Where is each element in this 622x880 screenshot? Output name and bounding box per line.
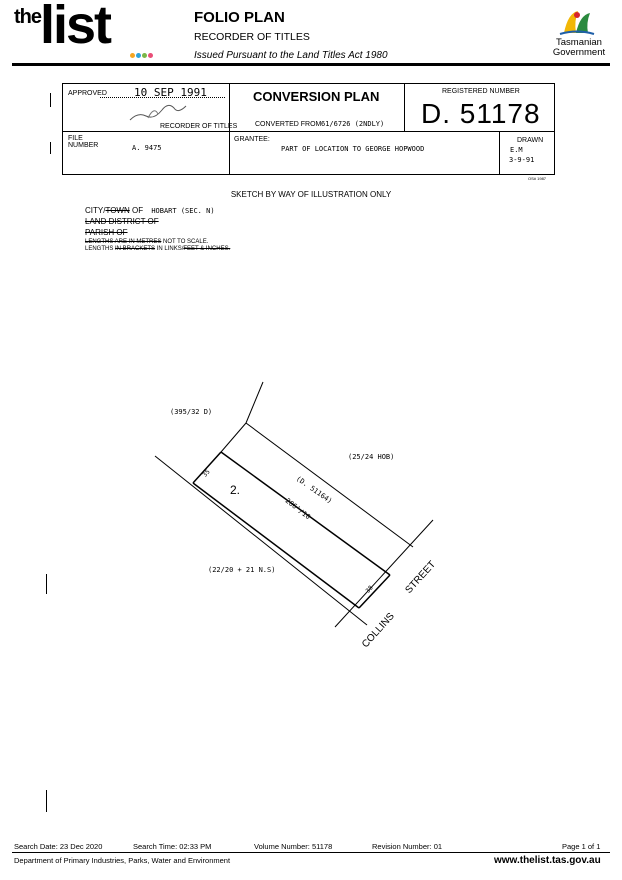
file-number-value: A. 9475 (132, 144, 162, 152)
logo-dot (142, 53, 147, 58)
government-name: Tasmanian Government (548, 38, 610, 58)
lot-boundary-north (220, 451, 391, 576)
drawn-by: E.M (510, 146, 523, 154)
adjacent-boundary-ne (245, 422, 414, 548)
government-name-line2: Government (552, 47, 606, 58)
margin-mark (50, 142, 51, 154)
lengths-a: LENGTHS (85, 246, 116, 252)
page-subtitle: RECORDER OF TITLES (194, 31, 310, 43)
approved-signature-line (100, 97, 225, 98)
volume-number: Volume Number: 51178 (254, 842, 333, 851)
city-prefix: CITY/ (85, 206, 106, 215)
page-number: Page 1 of 1 (562, 842, 601, 851)
revision-number: Revision Number: 01 (372, 842, 443, 851)
converted-from-label: CONVERTED FROM (255, 121, 322, 128)
tasmanian-government-logo-icon (559, 11, 595, 35)
margin-mark (50, 93, 51, 107)
logo-dot (130, 53, 135, 58)
search-date: Search Date: 23 Dec 2020 (14, 842, 103, 851)
adjacent-boundary-upper (245, 381, 264, 424)
lengths-feet-struck: FEET & INCHES. (183, 246, 231, 252)
registered-number-label: REGISTERED NUMBER (442, 88, 520, 95)
city-line: CITY/TOWN OF HOBART (SEC. N) (85, 206, 215, 215)
sketch-heading: SKETCH BY WAY OF ILLUSTRATION ONLY (230, 190, 392, 199)
margin-mark (46, 790, 47, 812)
lengths-metres-struck: LENGTHS ARE IN METRES (85, 239, 162, 245)
logo-dot (148, 53, 153, 58)
drawn-label: DRAWN (517, 137, 544, 144)
registered-number: D. 51178 (421, 98, 541, 129)
box-vline-3 (499, 131, 500, 174)
grantee-label: GRANTEE: (234, 136, 270, 143)
lengths-line-1: LENGTHS ARE IN METRES NOT TO SCALE. (85, 239, 208, 245)
lot-number: 2. (230, 483, 241, 497)
city-struck: TOWN (105, 206, 130, 215)
collins-street-line (334, 519, 434, 628)
plan-info-box (62, 83, 555, 175)
logo-dots (130, 53, 153, 58)
city-value: HOBART (SEC. N) (151, 207, 215, 215)
lengths-links: IN LINKS/ (155, 246, 184, 252)
city-of: OF (129, 206, 144, 215)
adjacent-boundary (220, 422, 247, 453)
search-time: Search Time: 02:33 PM (133, 842, 212, 851)
drawn-date: 3-9-91 (509, 156, 535, 164)
box-hline (62, 131, 554, 132)
box-vline-1 (229, 83, 230, 174)
box-vline-2 (404, 83, 405, 132)
converted-from-value: 61/6726 (2NDLY) (321, 120, 385, 128)
grantee-value: PART OF LOCATION TO GEORGE HOPWOOD (281, 145, 425, 153)
southwest-boundary-line (154, 455, 368, 626)
lengths-brackets-struck: IN BRACKETS (115, 246, 156, 252)
recorder-of-titles-label: RECORDER OF TITLES (160, 123, 238, 130)
land-district: LAND DISTRICT OF (85, 217, 159, 226)
header-divider (12, 63, 610, 66)
government-name-line1: Tasmanian (556, 37, 602, 48)
parish: PARISH OF (85, 228, 128, 237)
act-reference: Issued Pursuant to the Land Titles Act 1… (194, 50, 388, 61)
plan-type-title: CONVERSION PLAN (253, 89, 380, 104)
lot-boundary-east (358, 574, 391, 609)
form-code: OS# 1987 (528, 176, 547, 181)
logo-the-text: the (14, 6, 42, 28)
lot-boundary-west (192, 451, 222, 484)
label-25-24-hob: (25/24 HOB) (348, 453, 395, 461)
file-number-label-2: NUMBER (68, 142, 99, 149)
lengths-line-2: LENGTHS IN BRACKETS IN LINKS/FEET & INCH… (85, 246, 230, 252)
lengths-not-to-scale: NOT TO SCALE. (161, 239, 209, 245)
label-22-20-21-ns: (22/20 + 21 N.S) (208, 566, 276, 574)
approved-date-stamp: 10 SEP 1991 (134, 86, 207, 99)
page-title: FOLIO PLAN (194, 9, 285, 26)
department-name: Department of Primary Industries, Parks,… (14, 856, 231, 865)
label-395-32d: (395/32 D) (170, 408, 213, 416)
lot-boundary-south (192, 482, 360, 609)
margin-mark (46, 574, 47, 594)
logo-list-text: list (40, 0, 112, 55)
footer-divider (12, 852, 610, 853)
logo-dot (136, 53, 141, 58)
website-link[interactable]: www.thelist.tas.gov.au (494, 855, 601, 866)
file-number-label-1: FILE (68, 135, 83, 142)
recorder-signature-icon (129, 104, 187, 121)
approved-label: APPROVED (68, 90, 107, 97)
